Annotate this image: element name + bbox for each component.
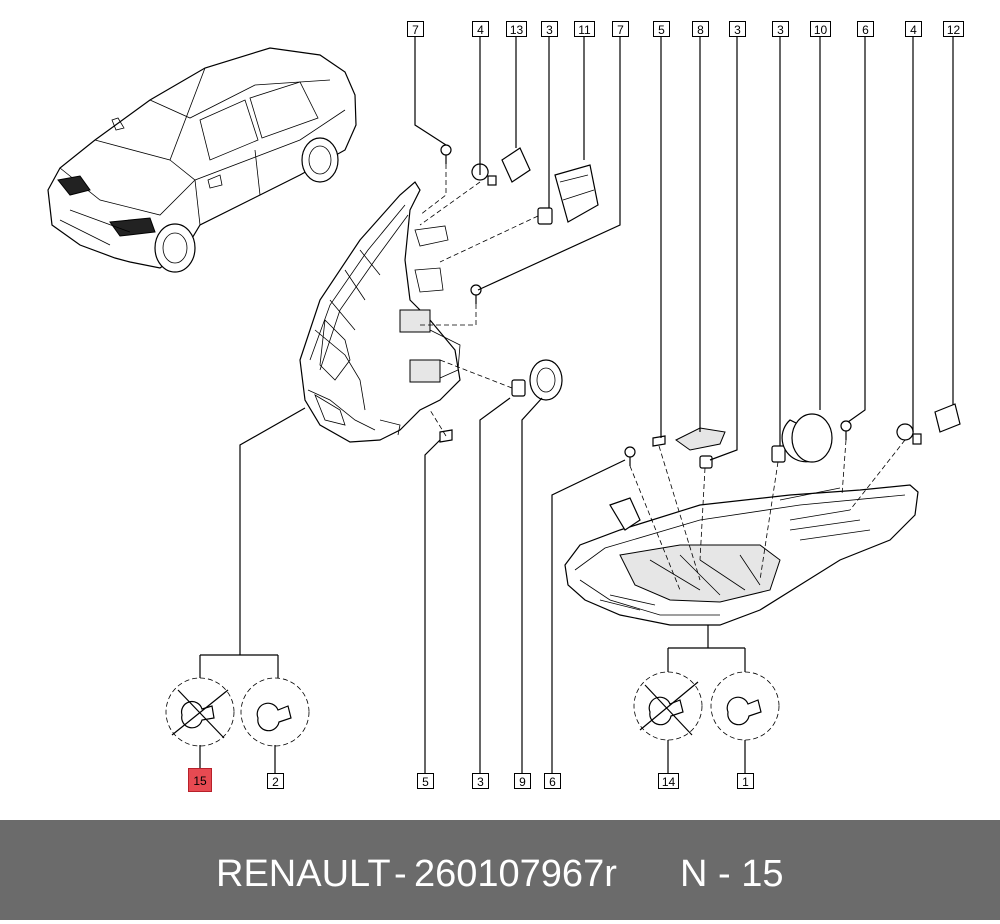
callout-5[interactable]: 5	[653, 21, 670, 37]
bulb-2-detail	[240, 677, 310, 747]
callout-3[interactable]: 3	[472, 773, 489, 789]
callout-9[interactable]: 9	[514, 773, 531, 789]
callout-14[interactable]: 14	[658, 773, 679, 789]
callout-6[interactable]: 6	[857, 21, 874, 37]
footer-bar: RENAULT - 260107967r N - 15	[0, 820, 1000, 920]
callout-7[interactable]: 7	[407, 21, 424, 37]
right-guide-lines	[629, 439, 906, 591]
callout-8[interactable]: 8	[692, 21, 709, 37]
diagram-reference: N - 15	[680, 853, 784, 895]
callout-11[interactable]: 11	[574, 21, 595, 37]
callout-5[interactable]: 5	[417, 773, 434, 789]
bulb-15-detail	[165, 677, 235, 747]
bulb-14-detail	[633, 671, 703, 741]
callout-3[interactable]: 3	[729, 21, 746, 37]
car-illustration	[47, 47, 357, 273]
brand-name: RENAULT	[216, 853, 391, 895]
bulb-1-detail	[710, 671, 780, 741]
right-small-parts	[624, 403, 961, 469]
separator: -	[394, 853, 407, 895]
bottom-leader-lines	[199, 397, 746, 773]
callout-3[interactable]: 3	[772, 21, 789, 37]
callout-15-selected[interactable]: 15	[188, 768, 212, 792]
callout-4[interactable]: 4	[905, 21, 922, 37]
right-headlamp-assembly	[564, 484, 919, 626]
exploded-view-diagram	[47, 37, 961, 773]
callout-7[interactable]: 7	[612, 21, 629, 37]
callout-2[interactable]: 2	[267, 773, 284, 789]
callout-6[interactable]: 6	[544, 773, 561, 789]
callout-10[interactable]: 10	[810, 21, 831, 37]
callout-3[interactable]: 3	[541, 21, 558, 37]
callout-4[interactable]: 4	[472, 21, 489, 37]
callout-12[interactable]: 12	[943, 21, 964, 37]
left-small-parts	[439, 144, 599, 443]
part-number: 260107967r	[414, 853, 617, 895]
left-guide-lines	[419, 164, 539, 437]
top-leader-lines	[414, 37, 954, 461]
callout-1[interactable]: 1	[737, 773, 754, 789]
left-headlamp-assembly	[299, 181, 461, 443]
callout-13[interactable]: 13	[506, 21, 527, 37]
